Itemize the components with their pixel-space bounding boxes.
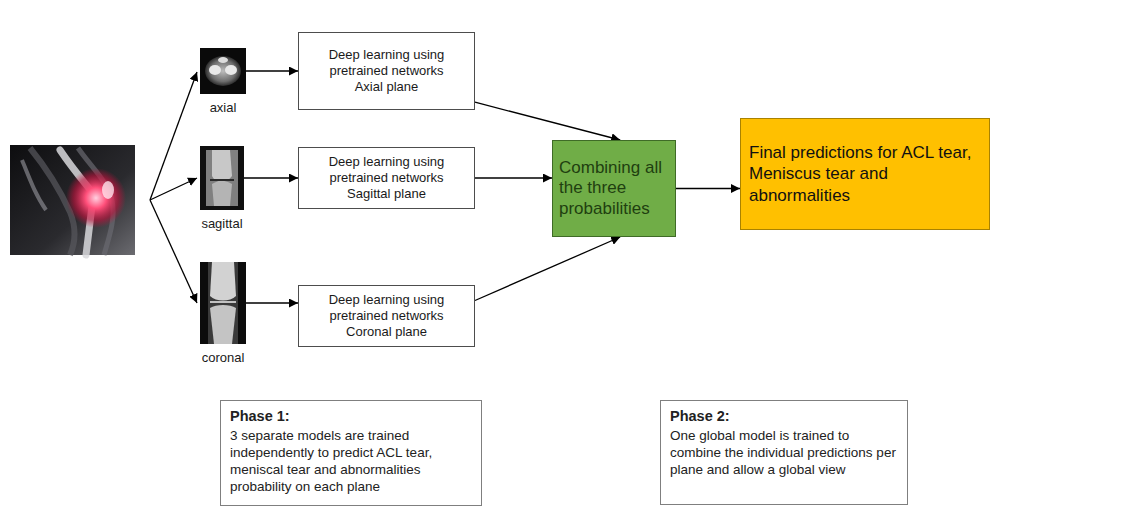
flow-arrow — [676, 188, 740, 189]
image-frame — [200, 146, 244, 210]
image-frame — [200, 262, 246, 344]
note-body: One global model is trained to combine t… — [670, 428, 898, 479]
note-box: Phase 2: One global model is trained to c… — [660, 400, 908, 505]
plane-label: axial — [210, 100, 237, 115]
mri-plane-image: axial — [200, 48, 246, 115]
flow-arrow — [246, 70, 298, 71]
box-text: Deep learning using pretrained networks — [317, 154, 457, 187]
box-text: Sagittal plane — [347, 186, 426, 202]
coronal-mri-image — [200, 262, 246, 344]
box-text: Deep learning using pretrained networks — [317, 292, 457, 325]
plane-label: coronal — [202, 350, 245, 365]
box-text: Final predictions for ACL tear, Meniscus… — [749, 142, 981, 206]
process-box: Deep learning using pretrained networksC… — [298, 285, 475, 347]
note-box: Phase 1: 3 separate models are trained in… — [220, 400, 482, 506]
flow-arrow — [475, 102, 620, 140]
output-box: Final predictions for ACL tear, Meniscus… — [740, 118, 990, 230]
box-text: Axial plane — [355, 79, 419, 95]
flow-arrow — [246, 302, 298, 303]
process-box: Deep learning using pretrained networksA… — [298, 32, 475, 110]
plane-label: sagittal — [201, 216, 242, 231]
box-text: Deep learning using pretrained networks — [317, 47, 457, 80]
note-heading: Phase 2: — [670, 408, 898, 424]
box-text: Combining all the three probabilities — [559, 158, 669, 219]
note-heading: Phase 1: — [230, 408, 472, 424]
flow-arrow — [475, 237, 620, 301]
mri-plane-image: coronal — [200, 262, 246, 365]
sagittal-mri-image — [200, 146, 244, 210]
combine-box: Combining all the three probabilities — [552, 140, 676, 237]
flow-arrow — [244, 177, 298, 178]
process-box: Deep learning using pretrained networksS… — [298, 147, 475, 209]
knee-illustration — [10, 145, 135, 255]
image-frame — [200, 48, 246, 94]
knee-to-plane-arrows — [150, 72, 197, 303]
flow-arrow — [475, 177, 552, 178]
note-body: 3 separate models are trained independen… — [230, 428, 472, 496]
axial-mri-image — [200, 48, 246, 94]
box-text: Coronal plane — [346, 324, 427, 340]
mri-plane-image: sagittal — [200, 146, 244, 231]
